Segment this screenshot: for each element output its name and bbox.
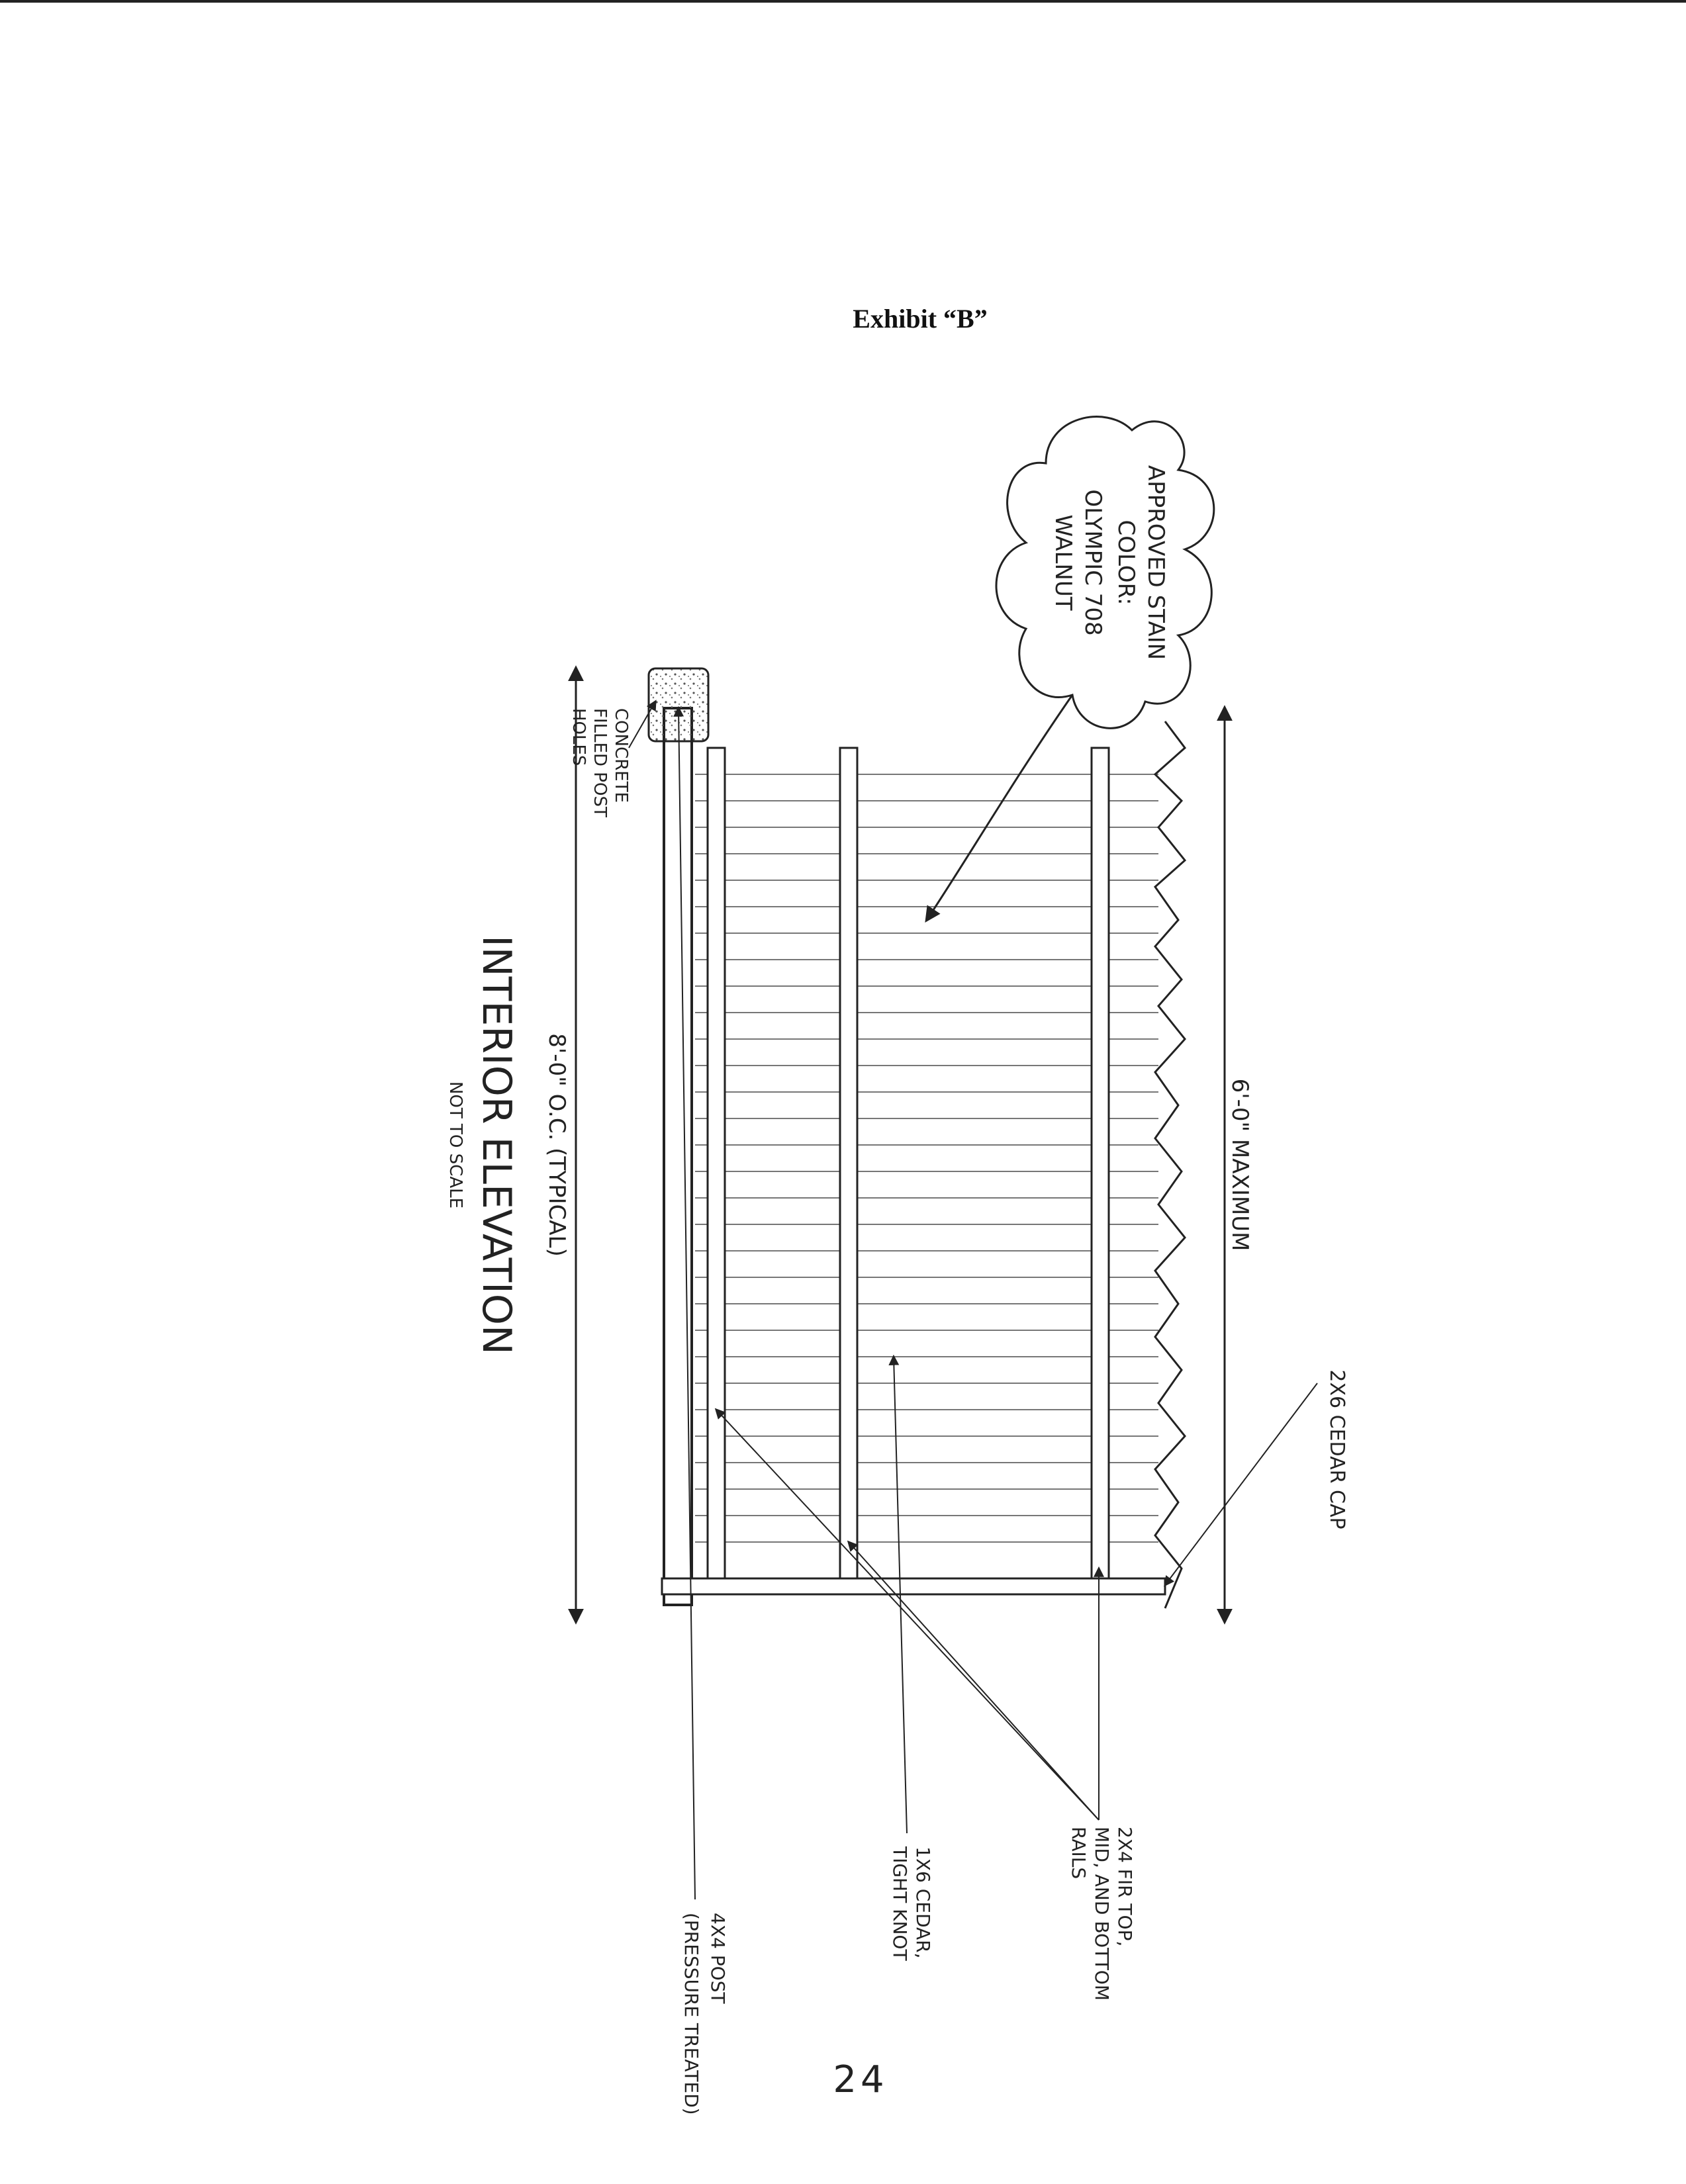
- stain-note-line2: COLOR:: [1113, 520, 1139, 605]
- fence-boards: [695, 774, 1158, 1543]
- width-dimension-label: 6'-0" MAXIMUM: [1227, 1079, 1253, 1251]
- page-number: 24: [833, 2058, 888, 2101]
- footing-leader: [628, 700, 657, 749]
- bottom-rail: [706, 747, 726, 1580]
- rails-leader-bottom: [714, 1408, 1100, 1821]
- rails-leader-mid: [847, 1540, 1100, 1821]
- stain-note-cloud: [995, 416, 1215, 729]
- boards-label-line1: 1X6 CEDAR,: [912, 1846, 934, 1959]
- page-top-border: [0, 0, 1686, 3]
- rails-label-line1: 2X4 FIR TOP,: [1114, 1827, 1136, 1946]
- rotated-elevation: 6'-0" MAXIMUM 8'-0" O.C. (TYPICAL) INTER…: [445, 416, 1348, 2115]
- stain-leader: [925, 694, 1074, 923]
- mid-rail: [839, 747, 859, 1580]
- boards-leader: [888, 1354, 908, 1834]
- rails-label-line2: MID, AND BOTTOM: [1091, 1827, 1113, 2001]
- torn-top-edge: [1153, 721, 1187, 1609]
- cedar-cap: [661, 1577, 1166, 1596]
- footing-label-line2: FILLED POST: [590, 708, 610, 817]
- post-label-line2: (PRESSURE TREATED): [680, 1913, 702, 2115]
- boards-label-line2: TIGHT KNOT: [889, 1846, 911, 1961]
- post-leader: [673, 705, 696, 1900]
- stain-note-line4: WALNUT: [1050, 514, 1076, 610]
- stain-note-line3: OLYMPIC 708: [1080, 489, 1106, 635]
- exhibit-title: Exhibit “B”: [853, 304, 988, 334]
- post-4x4: [663, 707, 693, 1606]
- view-title: INTERIOR ELEVATION: [473, 935, 520, 1355]
- cap-leader: [1164, 1383, 1318, 1587]
- top-rail: [1090, 747, 1110, 1580]
- post-label-line1: 4X4 POST: [707, 1913, 729, 2004]
- footing-label-line3: HOLES: [569, 708, 588, 766]
- footing-label-line1: CONCRETE: [611, 708, 631, 803]
- scale-note: NOT TO SCALE: [445, 1081, 465, 1208]
- rails-label-line3: RAILS: [1068, 1827, 1090, 1879]
- cap-label: 2X6 CEDAR CAP: [1325, 1369, 1348, 1529]
- post-spacing-label: 8'-0" O.C. (TYPICAL): [543, 1033, 570, 1256]
- stain-note-line1: APPROVED STAIN: [1143, 465, 1169, 660]
